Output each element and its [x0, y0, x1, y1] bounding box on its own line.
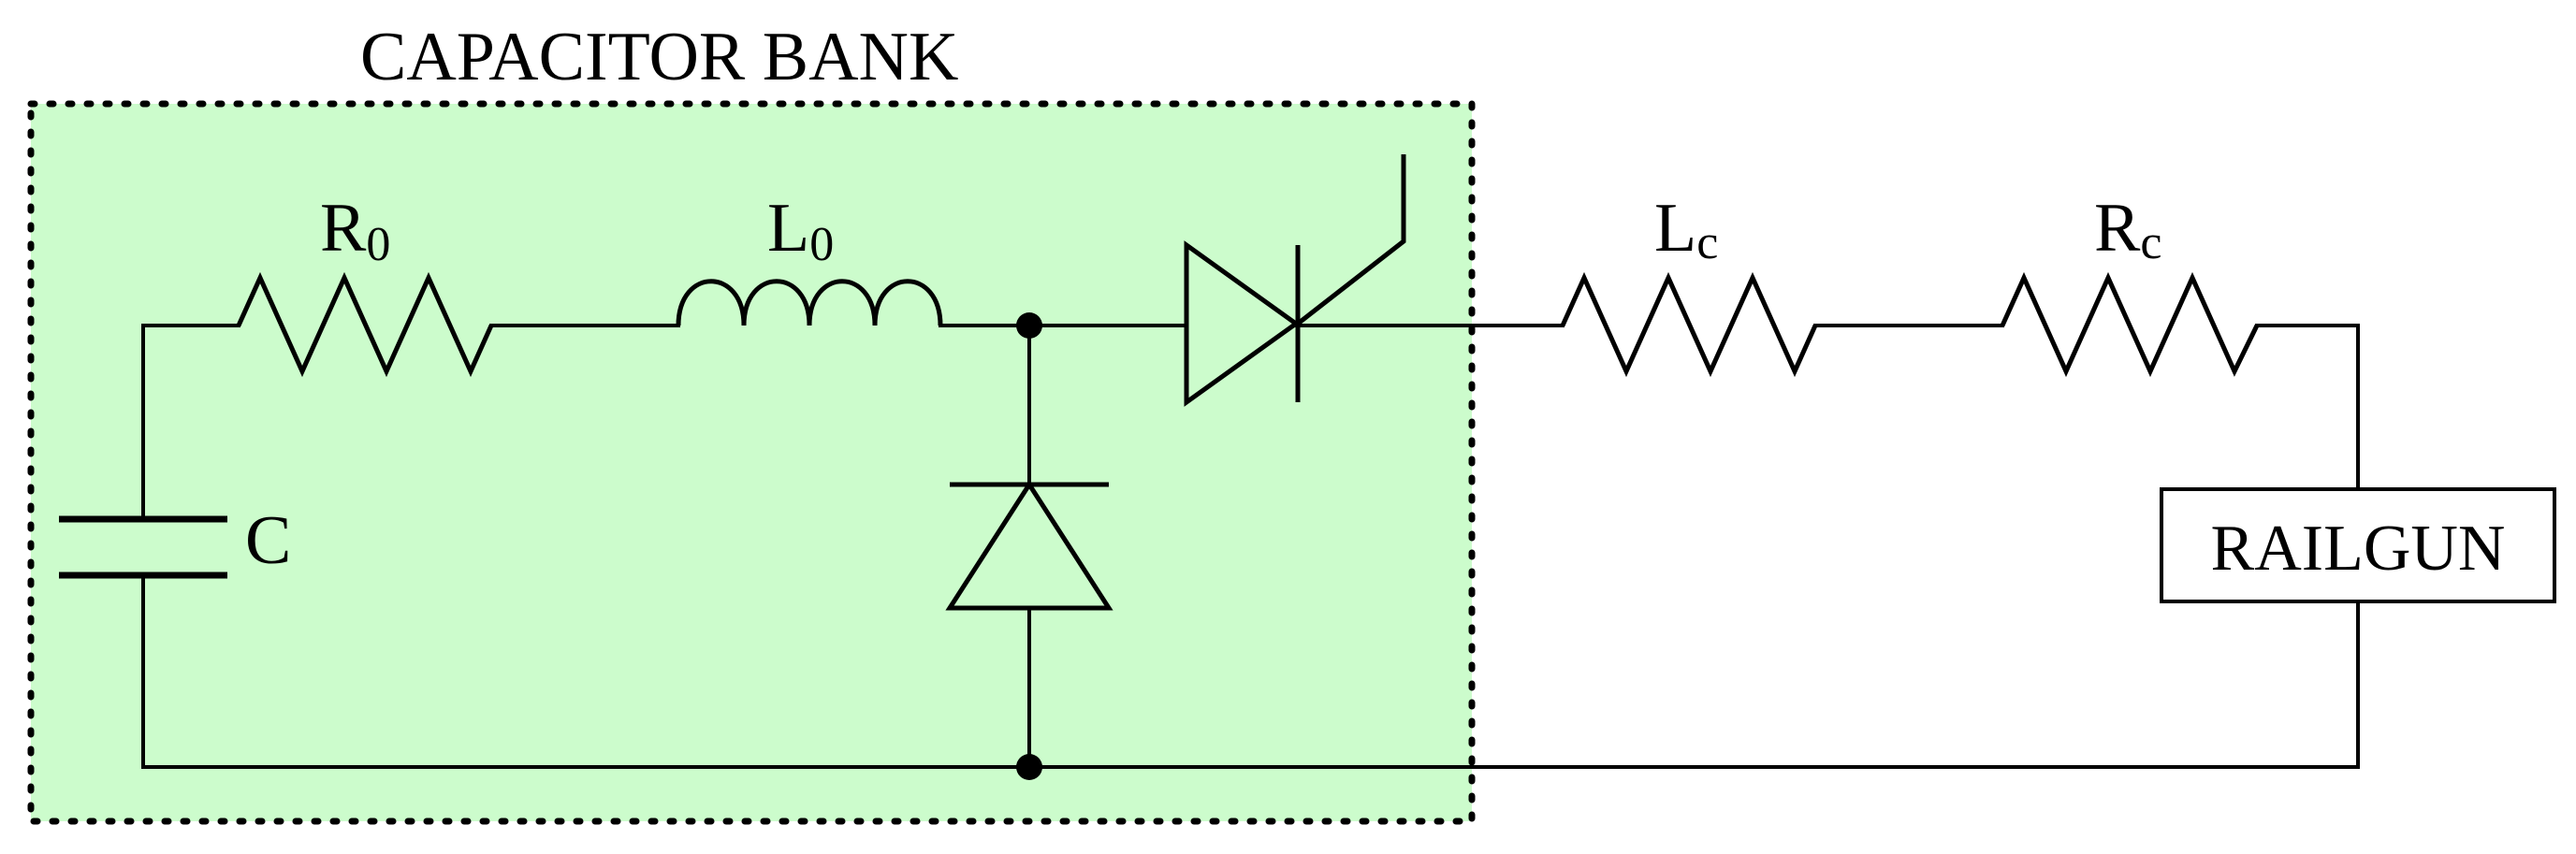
railgun-label: RAILGUN — [2211, 513, 2506, 585]
inductor-l0-symbol — [676, 279, 943, 326]
inductor-l0-label: L0 — [767, 190, 834, 271]
capacitor-symbol — [59, 515, 227, 579]
capacitor-label: C — [245, 502, 291, 579]
railgun-box — [2160, 487, 2556, 603]
capacitor-bank-title: CAPACITOR BANK — [360, 19, 958, 95]
resistor-r0-label: R0 — [320, 190, 390, 271]
wires — [141, 324, 2360, 769]
capacitor-bank-region — [27, 100, 1476, 825]
resistor-rc-symbol — [2000, 271, 2260, 378]
lc-label: Lc — [1654, 190, 1718, 269]
junction-bottom — [1016, 754, 1042, 780]
thyristor-symbol — [1184, 154, 1406, 407]
wire-railgun-return — [141, 573, 2360, 769]
wire-left-top — [141, 324, 240, 521]
junction-top — [1016, 312, 1042, 339]
crowbar-diode-symbol — [945, 480, 1113, 611]
resistor-rc-label: Rc — [2094, 190, 2161, 269]
resistor-r0-symbol — [236, 271, 494, 378]
lc-symbol — [1560, 271, 1818, 378]
wire-rc-railgun — [2255, 324, 2360, 491]
